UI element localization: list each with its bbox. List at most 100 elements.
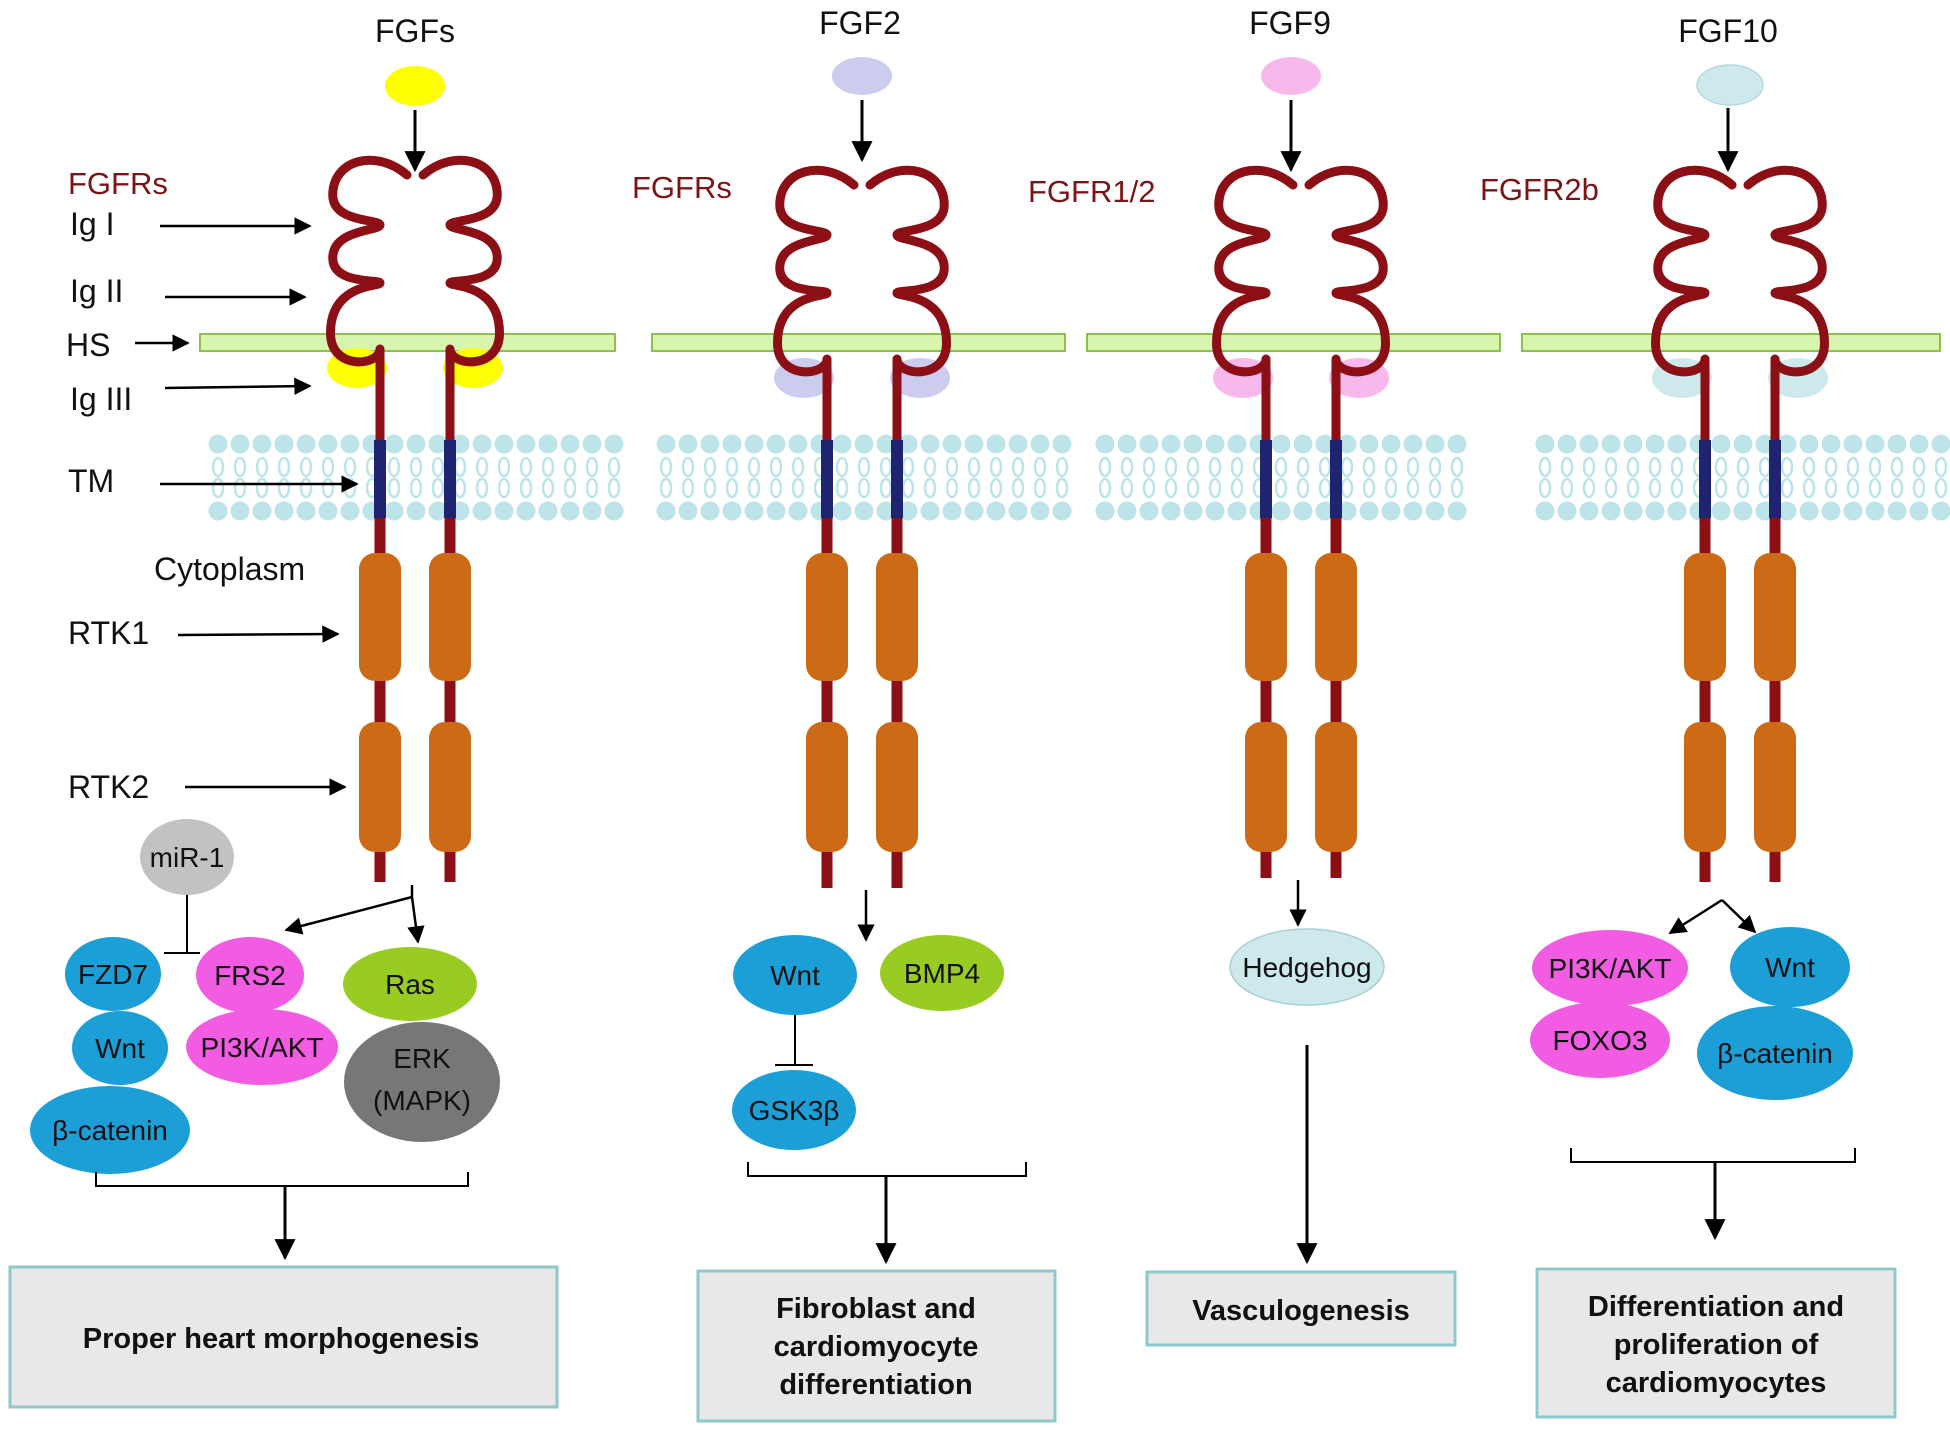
lipid-head: [385, 435, 404, 454]
lipid-head: [745, 435, 764, 454]
lipid-tail: [609, 458, 619, 476]
fgf-ligand-3: [1261, 57, 1321, 95]
fgf-ligand-2: [832, 57, 892, 95]
lipid-tail: [477, 479, 487, 497]
lipid-tail: [455, 479, 465, 497]
lipid-head: [1844, 502, 1863, 521]
frs2-label: FRS2: [214, 960, 286, 991]
kinase-domain-rtk2: [1684, 722, 1726, 852]
lipid-tail: [279, 479, 289, 497]
lipid-tail: [1628, 458, 1638, 476]
lipid-head: [1932, 502, 1950, 521]
lipid-tail: [499, 479, 509, 497]
kinase-domain-rtk1: [876, 553, 918, 681]
lipid-tail: [1584, 479, 1594, 497]
bracket-1: [96, 1172, 468, 1186]
fzd7-label: FZD7: [78, 959, 148, 990]
lipid-tail: [213, 479, 223, 497]
outcome-text-4a: Differentiation and: [1588, 1291, 1844, 1323]
transmembrane-domain: [1330, 440, 1342, 518]
lipid-tail: [345, 479, 355, 497]
lipid-tail: [499, 458, 509, 476]
lipid-head: [1624, 502, 1643, 521]
lipid-tail: [1298, 479, 1308, 497]
lipid-tail: [1562, 479, 1572, 497]
lipid-head: [1734, 502, 1753, 521]
lipid-tail: [793, 479, 803, 497]
lipid-tail: [1342, 479, 1352, 497]
lipid-tail: [1452, 479, 1462, 497]
lipid-bilayer-3: [1096, 435, 1467, 521]
heparan-sulfate-bars: [200, 334, 1940, 351]
lipid-head: [987, 502, 1006, 521]
lipid-tail: [1166, 479, 1176, 497]
lipid-head: [1228, 502, 1247, 521]
lipid-tail: [1936, 479, 1946, 497]
lipid-head: [1646, 435, 1665, 454]
lipid-tail: [1584, 458, 1594, 476]
lipid-tail: [1672, 458, 1682, 476]
fgf-ligand-1: [385, 66, 445, 106]
lipid-tail: [1166, 458, 1176, 476]
kinase-domain-rtk1: [1754, 553, 1796, 681]
lipid-tail: [1540, 479, 1550, 497]
lipid-tail: [565, 458, 575, 476]
erk-node: [344, 1022, 500, 1142]
lipid-bilayer-4: [1536, 435, 1950, 521]
lipid-head: [1053, 502, 1072, 521]
lipid-tail: [903, 458, 913, 476]
lipid-head: [1031, 435, 1050, 454]
lipid-head: [297, 502, 316, 521]
lipid-head: [1426, 502, 1445, 521]
ligand-label-2: FGF2: [819, 5, 901, 41]
lipid-tail: [257, 458, 267, 476]
arrow-to-ras: [412, 897, 418, 942]
lipid-tail: [213, 458, 223, 476]
top-ligands: FGFs FGF2 FGF9 FGF10: [375, 5, 1778, 170]
lipid-tail: [1298, 458, 1308, 476]
lipid-head: [943, 502, 962, 521]
lipid-head: [1096, 502, 1115, 521]
ligand-label-3: FGF9: [1249, 5, 1331, 41]
lipid-head: [1404, 502, 1423, 521]
lipid-tail: [543, 458, 553, 476]
lipid-tail: [1100, 479, 1110, 497]
lipid-tail: [543, 479, 553, 497]
lipid-tail: [859, 458, 869, 476]
lipid-head: [723, 435, 742, 454]
lipid-tail: [1804, 458, 1814, 476]
lipid-head: [1272, 435, 1291, 454]
lipid-head: [1184, 435, 1203, 454]
lipid-head: [1426, 435, 1445, 454]
lipid-tail: [661, 458, 671, 476]
lipid-tail: [947, 479, 957, 497]
lipid-head: [1206, 435, 1225, 454]
lipid-tail: [1430, 479, 1440, 497]
kinase-domain-rtk2: [1245, 722, 1287, 852]
lipid-tail: [1408, 479, 1418, 497]
lipid-head: [517, 502, 536, 521]
transmembrane-domain: [821, 440, 833, 518]
lipid-tail: [565, 479, 575, 497]
bmp4-label: BMP4: [904, 958, 980, 989]
lipid-tail: [1562, 458, 1572, 476]
lipid-head: [1932, 435, 1950, 454]
lipid-tail: [1188, 479, 1198, 497]
receptor-dimer-3: [1213, 170, 1389, 878]
lipid-tail: [903, 479, 913, 497]
kinase-domain-rtk1: [429, 553, 471, 681]
bcatenin-label-4: β-catenin: [1717, 1038, 1833, 1069]
receptor-label-2: FGFRs: [632, 170, 732, 205]
lipid-head: [583, 502, 602, 521]
mapk-label: (MAPK): [373, 1085, 471, 1116]
transmembrane-domain: [1260, 440, 1272, 518]
lipid-head: [1382, 502, 1401, 521]
ras-label: Ras: [385, 969, 435, 1000]
lipid-tail: [1606, 458, 1616, 476]
lipid-tail: [969, 458, 979, 476]
lipid-tail: [947, 458, 957, 476]
lipid-tail: [389, 479, 399, 497]
lipid-tail: [587, 458, 597, 476]
hs-bar-3: [1087, 334, 1500, 351]
